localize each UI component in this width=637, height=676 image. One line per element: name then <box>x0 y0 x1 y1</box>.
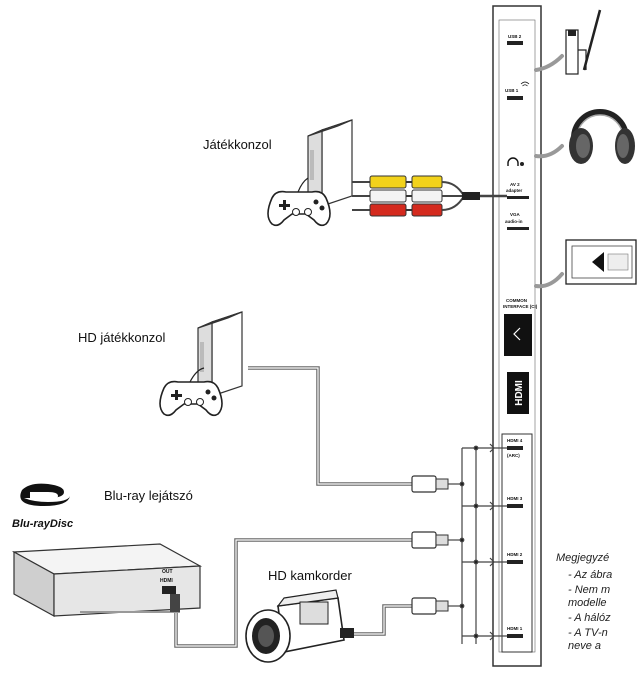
note-title: Megjegyzé <box>556 552 610 564</box>
rca-white-left <box>369 189 407 203</box>
hdmi1-port <box>507 634 523 638</box>
note-line: - A hálóz <box>568 612 611 624</box>
port-av2-label: AV 2 <box>510 182 520 187</box>
note-line: - Az ábra <box>568 569 613 581</box>
port-hdmi4-label: HDMI 4 <box>507 438 523 443</box>
bluray-logo-icon <box>20 483 71 506</box>
headphone-jack-icon <box>507 157 519 166</box>
port-hdmi3-label: HDMI 3 <box>507 496 523 501</box>
av2-port <box>507 196 529 199</box>
wifi-icon <box>520 81 530 87</box>
hdmi4-port <box>507 446 523 450</box>
gamepad-icon <box>159 367 223 417</box>
hdmi-port-block <box>501 433 533 653</box>
rca-white-right <box>411 189 443 203</box>
rca-yellow-left <box>369 175 407 189</box>
port-hdmi2-label: HDMI 2 <box>507 552 523 557</box>
bluray-hdmi-port <box>162 586 176 594</box>
camcorder-icon <box>245 589 354 663</box>
hdmi-routing <box>448 443 507 644</box>
av2-adapter-plug <box>462 192 480 200</box>
note-line: modelle <box>568 597 607 609</box>
note-line: - Nem m <box>568 584 611 596</box>
bluray-player-label: Blu-ray lejátszó <box>104 488 193 503</box>
port-vga-label: VGA <box>510 212 521 217</box>
hdmi-plugs <box>411 475 449 615</box>
rca-red-left <box>369 203 407 217</box>
game-console-label: Játékkonzol <box>203 137 272 152</box>
ci-arrow-icon <box>513 327 521 341</box>
hdmi-cables <box>174 366 412 648</box>
bluray-logo-text: Blu-rayDisc <box>12 518 73 530</box>
hd-game-console-label: HD játékkonzol <box>78 330 166 345</box>
hdmi-logo-block <box>507 372 529 414</box>
bluray-hdmi-plug <box>170 594 180 612</box>
bluray-player <box>11 543 203 618</box>
bluray-hdmi-label: HDMI <box>160 578 173 584</box>
port-hdmi4-sublabel: (ARC) <box>507 453 520 458</box>
vga-port <box>507 227 529 230</box>
note-line: - A TV-n <box>568 627 608 639</box>
port-usb2-label: USB 2 <box>508 34 522 39</box>
gamepad-icon <box>267 177 331 227</box>
usb1-port <box>507 96 523 100</box>
rca-red-right <box>411 203 443 217</box>
hdmi3-port <box>507 504 523 508</box>
camcorder-hdmi-plug <box>340 628 354 638</box>
port-hdmi1-label: HDMI 1 <box>507 626 523 631</box>
hdmi2-port <box>507 560 523 564</box>
note-line: neve a <box>568 640 602 652</box>
ci-slot <box>504 314 532 356</box>
tv-side-panel: USB 2 USB 1 AV 2 adapter VGA audio-in CO… <box>492 5 542 667</box>
rca-yellow-right <box>411 175 443 189</box>
port-av2-sublabel: adapter <box>506 188 523 193</box>
headphone-jack <box>520 162 524 166</box>
usb-wifi-dongle <box>534 9 602 75</box>
rca-cables <box>352 175 507 217</box>
ci-card <box>534 239 637 289</box>
headphones <box>534 109 635 164</box>
port-ci-sublabel: INTERFACE (CI) <box>503 304 538 309</box>
hdmi-logo: HDMI <box>514 380 525 406</box>
usb2-port <box>507 41 523 45</box>
bluray-out-label: OUT <box>162 569 173 575</box>
port-usb1-label: USB 1 <box>505 88 519 93</box>
port-vga-sublabel: audio-in <box>505 219 523 224</box>
port-ci-label: COMMON <box>506 298 527 303</box>
hd-camcorder-label: HD kamkorder <box>268 568 352 583</box>
